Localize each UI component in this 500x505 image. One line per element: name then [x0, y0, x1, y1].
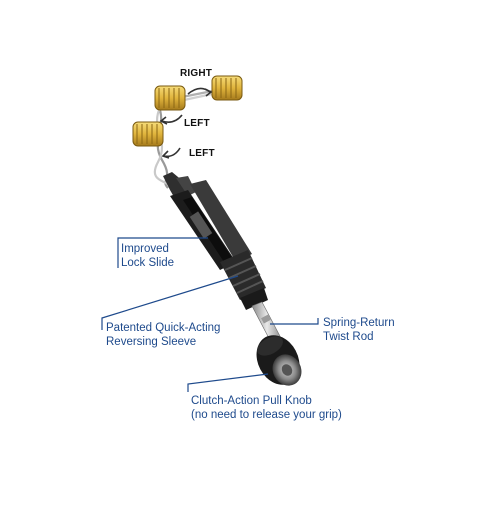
wire-nut-left [132, 121, 164, 147]
callout-reversing-sleeve-line1: Patented Quick-Acting [106, 322, 221, 334]
rotation-arrow-left-bottom [161, 147, 181, 159]
direction-label-left-bottom: LEFT [189, 148, 215, 159]
callout-pull-knob-line2: (no need to release your grip) [191, 409, 342, 421]
callout-line-twist-rod [290, 318, 319, 325]
rotation-arrow-left-top [159, 114, 183, 125]
callout-twist-rod: Spring-Return Twist Rod [323, 316, 395, 344]
callout-lock-slide: Improved Lock Slide [121, 242, 174, 270]
wire-nut-right [211, 75, 243, 101]
callout-reversing-sleeve-line2: Reversing Sleeve [106, 336, 197, 348]
callout-pull-knob: Clutch-Action Pull Knob (no need to rele… [191, 394, 342, 422]
callout-twist-rod-line1: Spring-Return [323, 317, 395, 329]
pull-knob [256, 335, 302, 386]
lock-slide-frame [170, 180, 252, 270]
callout-line-lock-slide [117, 237, 208, 268]
reversing-sleeve [220, 250, 268, 310]
callout-pull-knob-line1: Clutch-Action Pull Knob [191, 395, 312, 407]
callout-line-pull-knob [187, 373, 269, 392]
callout-twist-rod-line2: Twist Rod [323, 331, 374, 343]
wire-nut-middle [154, 85, 186, 111]
callout-lock-slide-line2: Lock Slide [121, 257, 175, 269]
direction-label-right: RIGHT [180, 68, 213, 79]
callout-line-reversing-sleeve [101, 275, 239, 330]
callout-reversing-sleeve: Patented Quick-Acting Reversing Sleeve [106, 321, 220, 349]
callout-lock-slide-line1: Improved [121, 243, 169, 255]
rotation-arrow-right [187, 87, 213, 97]
direction-label-left-top: LEFT [184, 118, 210, 129]
